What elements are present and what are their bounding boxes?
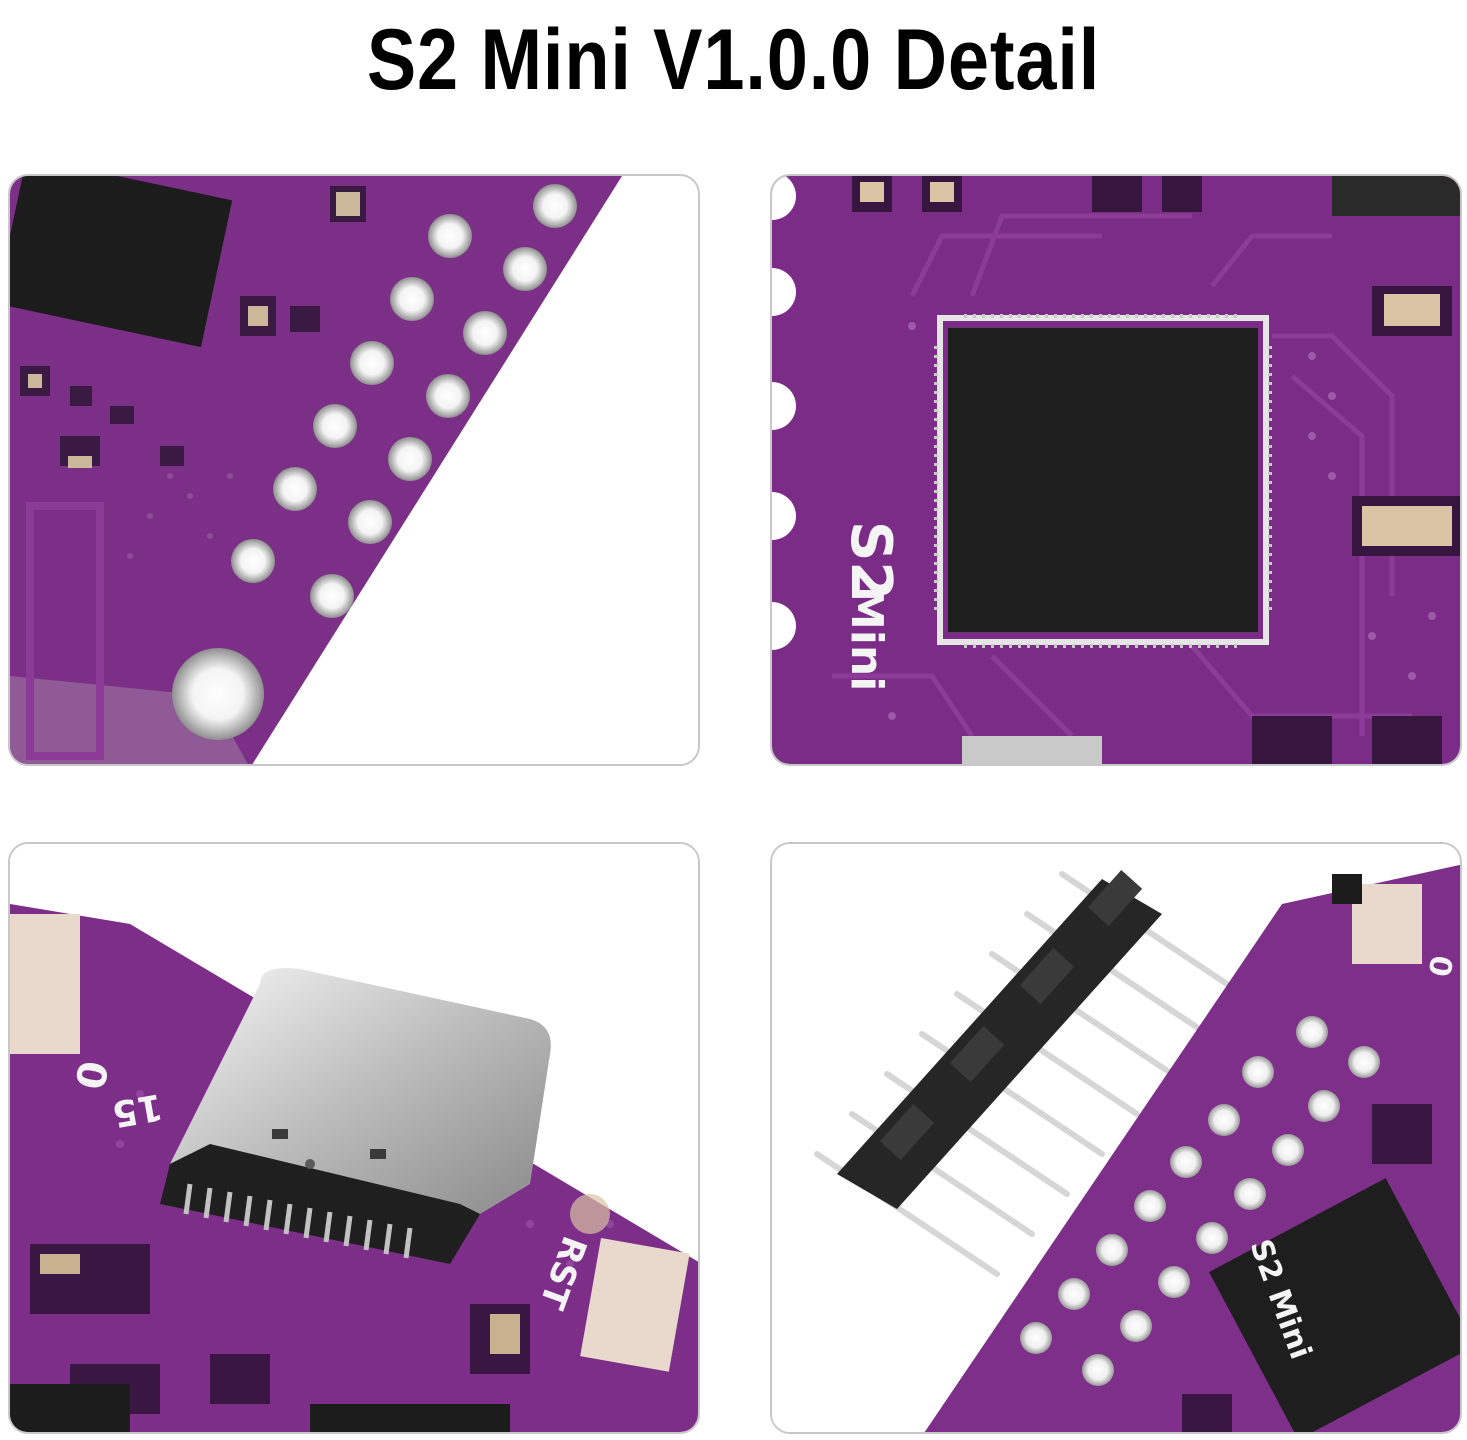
panel-pcb-corner	[8, 174, 700, 766]
panel-pin-header: 0 S2 Mini	[770, 842, 1462, 1434]
silkscreen-15: 15	[109, 1085, 165, 1134]
chip-illustration: S2 Mini	[772, 176, 1460, 764]
pin-header	[814, 870, 1245, 1277]
silkscreen-mini: Mini	[841, 586, 892, 691]
boot-button	[10, 914, 80, 1054]
panel-chip-closeup: S2 Mini	[770, 174, 1462, 766]
esp32-s2-chip	[1209, 1178, 1460, 1432]
usb-c-illustration: 0 15 RST	[10, 844, 698, 1432]
boot-button	[1352, 884, 1422, 964]
pin-header-illustration: 0 S2 Mini	[772, 844, 1460, 1432]
reset-button	[580, 1237, 690, 1372]
chip-pins	[934, 314, 1272, 648]
esp32-s2-chip	[948, 328, 1258, 632]
silkscreen-s2: S2	[838, 521, 903, 600]
edge-castellations	[772, 176, 796, 650]
chip	[10, 176, 233, 348]
usb-c-connector	[160, 968, 551, 1264]
pin-holes	[172, 184, 577, 740]
page-title: S2 Mini V1.0.0 Detail	[366, 11, 1101, 108]
pin-holes	[1020, 1016, 1380, 1386]
antenna-trace	[26, 502, 104, 760]
pcb-corner-illustration	[10, 176, 622, 764]
mounting-hole	[172, 648, 264, 740]
panel-usb-c-closeup: 0 15 RST	[8, 842, 700, 1434]
